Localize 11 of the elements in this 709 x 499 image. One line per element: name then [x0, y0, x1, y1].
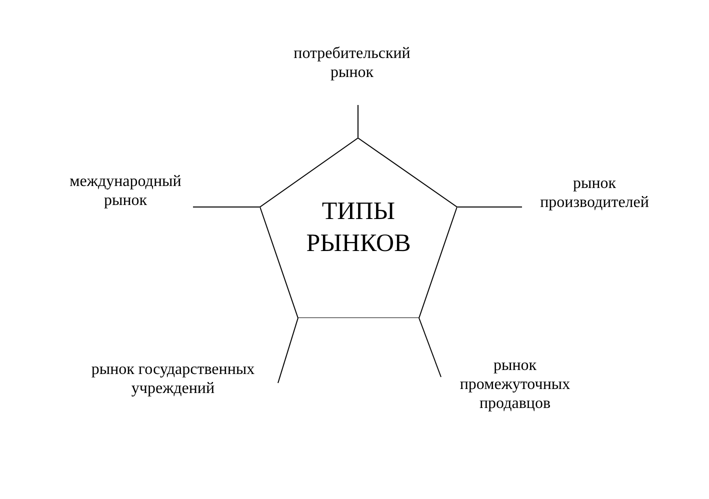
connector-line — [278, 318, 298, 384]
title-text: ТИПЫ РЫНКОВ — [305, 197, 412, 259]
connector-line — [418, 318, 442, 378]
label-text: рынок промежуточных продавцов — [458, 356, 572, 413]
connector-line — [456, 206, 522, 208]
label-text: международный рынок — [68, 172, 182, 210]
pentagon-shape — [260, 138, 457, 318]
label-text: потребительский рынок — [292, 44, 412, 82]
label-text: рынок государственных учреждений — [90, 360, 256, 398]
label-text: рынок производителей — [539, 174, 650, 212]
connector-line — [192, 206, 260, 208]
